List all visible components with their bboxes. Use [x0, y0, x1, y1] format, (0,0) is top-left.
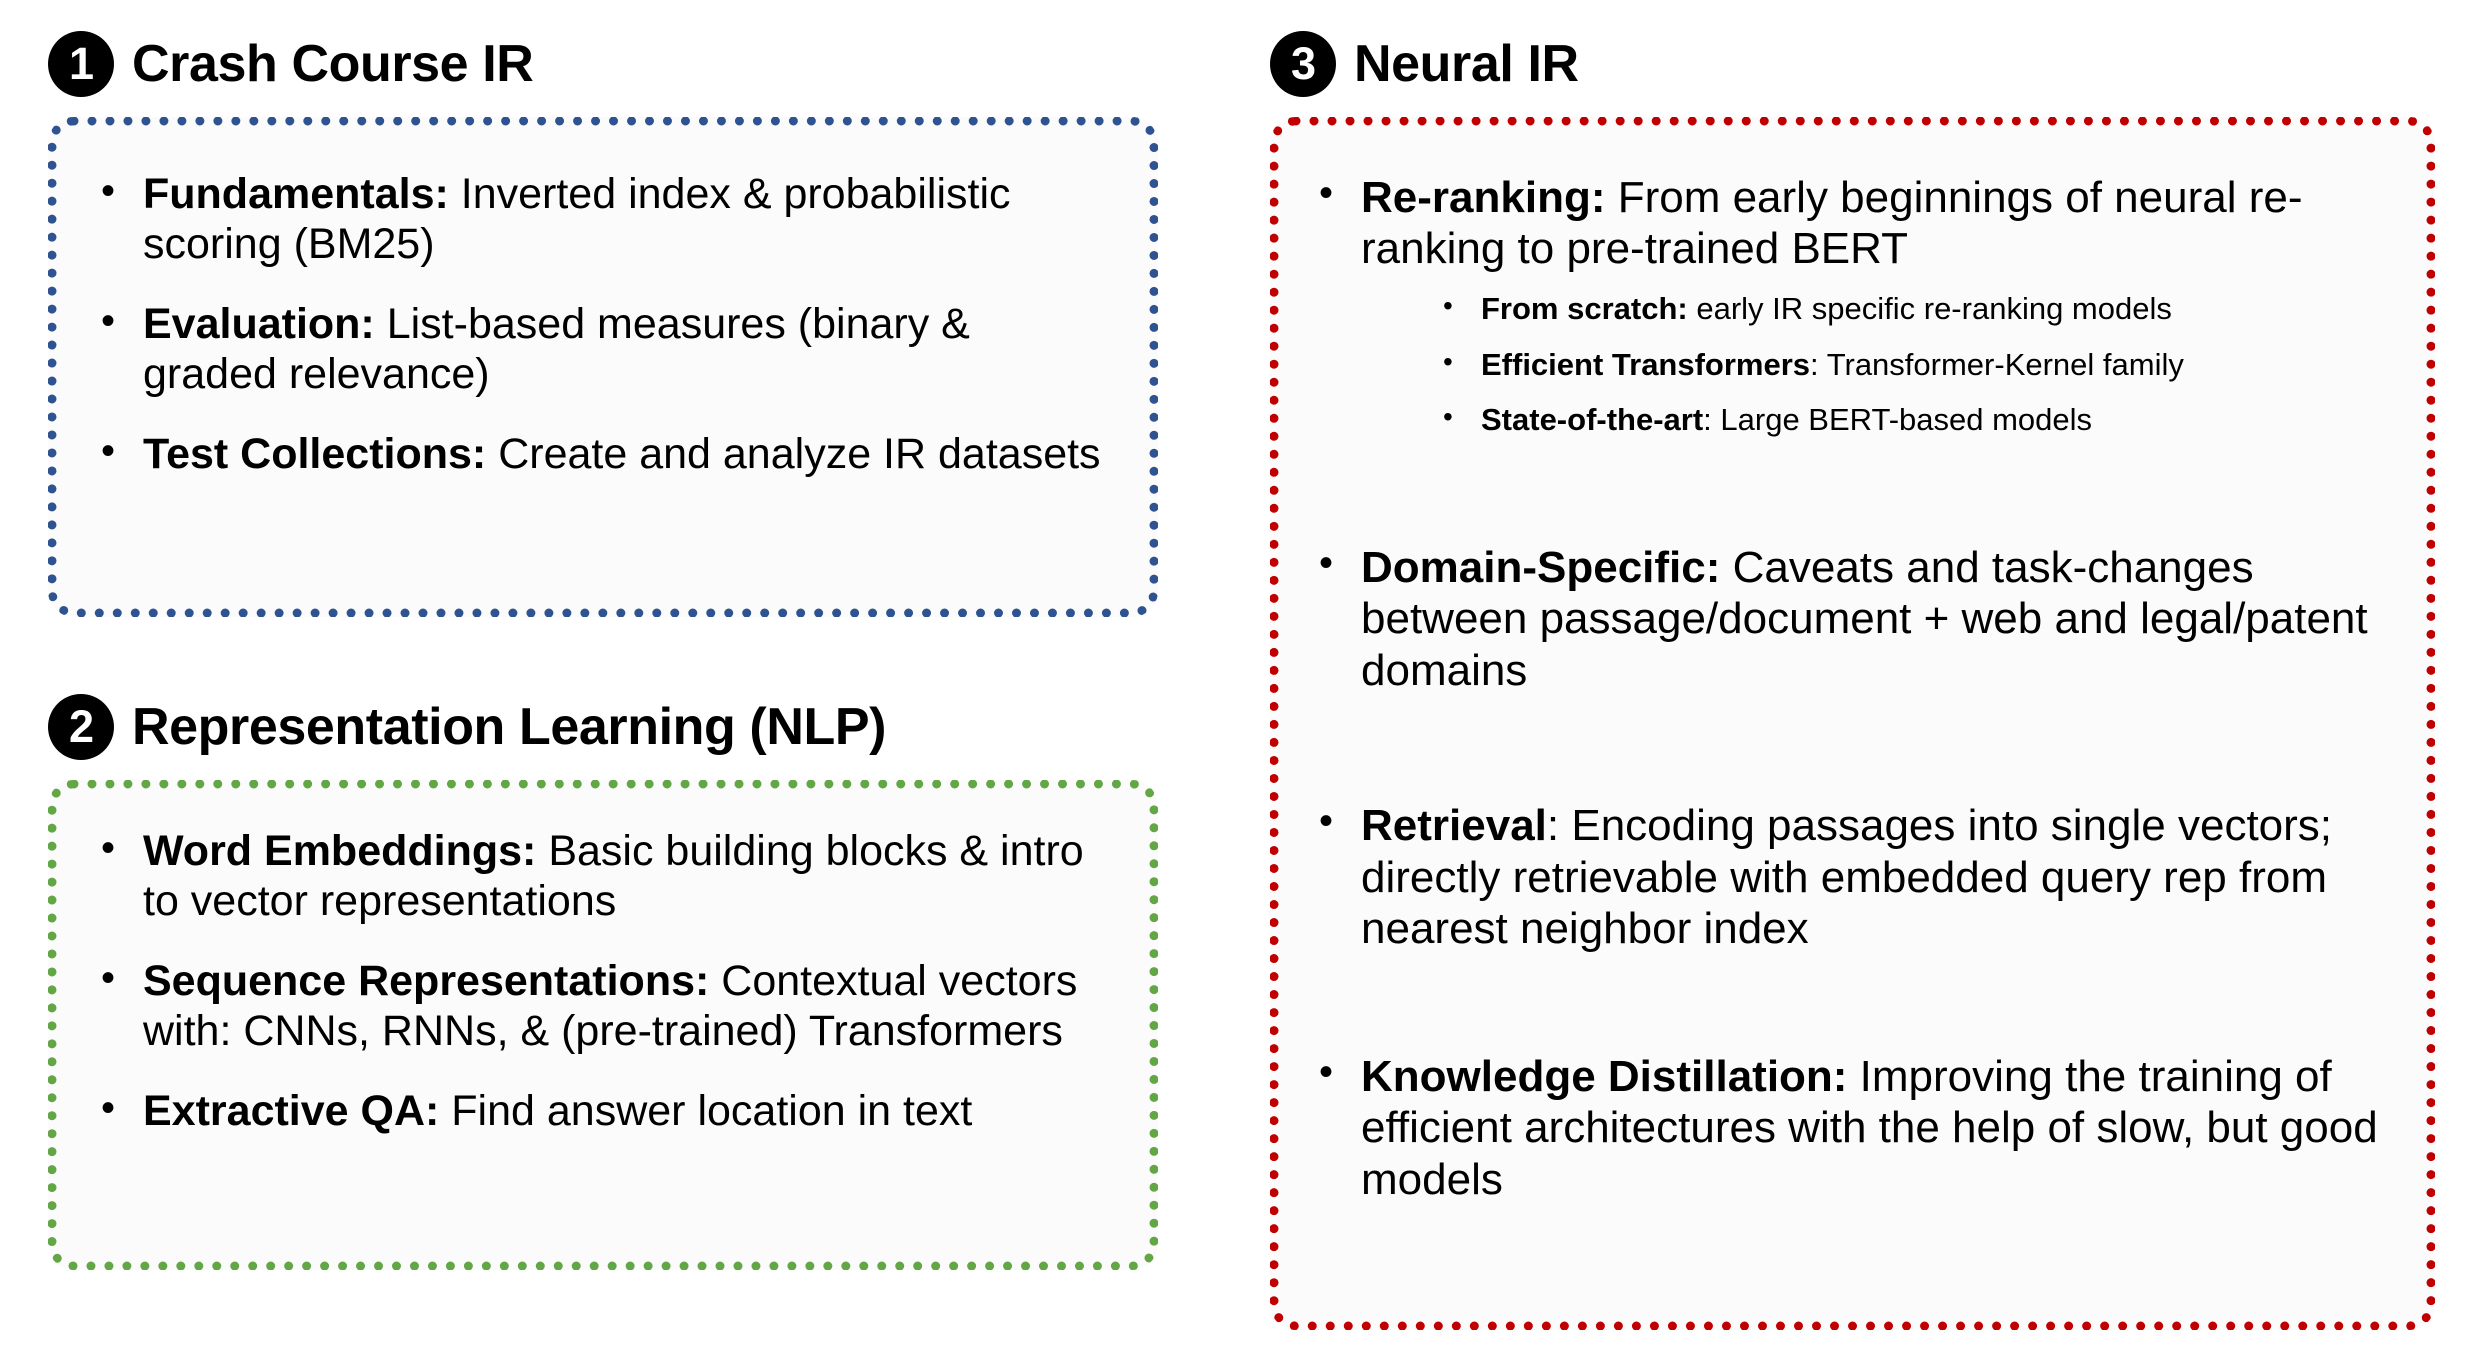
neural-ir-bullet-list: Re-ranking: From early beginnings of neu…: [1309, 170, 2400, 1205]
bullet-domain-specific-lead: Domain-Specific:: [1361, 542, 1721, 592]
bullet-spacer-3: [1309, 955, 2400, 1051]
bullet-sequence-representations-lead: Sequence Representations:: [143, 956, 710, 1005]
bullet-word-embeddings: Word Embeddings: Basic building blocks &…: [91, 825, 1119, 927]
section-header-neural-ir: 3 Neural IR: [1270, 24, 2435, 104]
representation-learning-box: Word Embeddings: Basic building blocks &…: [48, 780, 1158, 1270]
subbullet-from-scratch-text: early IR specific re-ranking models: [1687, 290, 2172, 326]
bullet-retrieval: Retrieval: Encoding passages into single…: [1309, 798, 2400, 954]
bullet-test-collections: Test Collections: Create and analyze IR …: [91, 428, 1115, 480]
bullet-evaluation: Evaluation: List-based measures (binary …: [91, 298, 1115, 400]
bullet-evaluation-lead: Evaluation:: [143, 299, 375, 348]
left-column: 1 Crash Course IR Fundamentals: Inverted…: [48, 24, 1158, 1270]
bullet-retrieval-lead: Retrieval: [1361, 801, 1547, 851]
bullet-spacer-2: [1309, 696, 2400, 800]
section-title-representation-learning: Representation Learning (NLP): [132, 698, 887, 756]
subbullet-efficient-transformers: Efficient Transformers: Transformer-Kern…: [1435, 344, 2400, 385]
subbullet-efficient-transformers-text: : Transformer-Kernel family: [1810, 346, 2184, 382]
bullet-fundamentals-lead: Fundamentals:: [143, 170, 449, 218]
bullet-spacer-1: [1309, 456, 2400, 542]
bullet-extractive-qa: Extractive QA: Find answer location in t…: [91, 1085, 1119, 1137]
bullet-fundamentals-text: Inverted index & probabilistic scoring (…: [143, 170, 1011, 268]
section-number-badge-1: 1: [48, 31, 114, 97]
bullet-extractive-qa-lead: Extractive QA:: [143, 1086, 440, 1135]
bullet-word-embeddings-text: Basic building blocks & intro to vector …: [143, 827, 1084, 925]
neural-ir-box: Re-ranking: From early beginnings of neu…: [1270, 117, 2435, 1330]
bullet-retrieval-text: : Encoding passages into single vectors;…: [1361, 801, 2333, 954]
right-column: 3 Neural IR Re-ranking: From early begin…: [1270, 24, 2435, 1330]
bullet-test-collections-lead: Test Collections:: [143, 429, 487, 478]
bullet-re-ranking-lead: Re-ranking:: [1361, 173, 1606, 222]
section-title-crash-course: Crash Course IR: [132, 35, 534, 93]
bullet-domain-specific-text: Caveats and task-changes between passage…: [1361, 542, 2368, 695]
bullet-test-collections-text: Create and analyze IR datasets: [486, 429, 1101, 478]
subbullet-state-of-the-art-text: : Large BERT-based models: [1703, 402, 2093, 438]
bullet-word-embeddings-lead: Word Embeddings:: [143, 827, 537, 875]
re-ranking-subbullet-list: From scratch: early IR specific re-ranki…: [1361, 288, 2400, 440]
section-header-representation-learning: 2 Representation Learning (NLP): [48, 687, 1158, 767]
bullet-extractive-qa-text: Find answer location in text: [439, 1086, 973, 1135]
bullet-domain-specific: Domain-Specific: Caveats and task-change…: [1309, 540, 2400, 696]
subbullet-from-scratch-lead: From scratch:: [1481, 290, 1688, 326]
bullet-sequence-representations-text: Contextual vectors with: CNNs, RNNs, & (…: [143, 956, 1078, 1055]
section-title-neural-ir: Neural IR: [1354, 35, 1579, 93]
subbullet-state-of-the-art: State-of-the-art: Large BERT-based model…: [1435, 399, 2400, 440]
crash-course-bullet-list: Fundamentals: Inverted index & probabili…: [91, 168, 1115, 480]
bullet-knowledge-distillation-lead: Knowledge Distillation:: [1361, 1051, 1848, 1101]
subbullet-state-of-the-art-lead: State-of-the-art: [1481, 402, 1704, 438]
bullet-re-ranking: Re-ranking: From early beginnings of neu…: [1309, 170, 2400, 440]
bullet-fundamentals: Fundamentals: Inverted index & probabili…: [91, 168, 1115, 270]
subbullet-efficient-transformers-lead: Efficient Transformers: [1481, 346, 1811, 382]
section-header-crash-course: 1 Crash Course IR: [48, 24, 1158, 104]
representation-learning-bullet-list: Word Embeddings: Basic building blocks &…: [91, 825, 1119, 1137]
bullet-sequence-representations: Sequence Representations: Contextual vec…: [91, 955, 1119, 1057]
bullet-knowledge-distillation-text: Improving the training of efficient arch…: [1361, 1051, 2378, 1204]
section-number-badge-3: 3: [1270, 31, 1336, 97]
crash-course-ir-box: Fundamentals: Inverted index & probabili…: [48, 117, 1158, 617]
bullet-evaluation-text: List-based measures (binary & graded rel…: [143, 299, 970, 398]
subbullet-from-scratch: From scratch: early IR specific re-ranki…: [1435, 288, 2400, 329]
section-number-badge-2: 2: [48, 694, 114, 760]
bullet-re-ranking-text: From early beginnings of neural re-ranki…: [1361, 173, 2303, 274]
bullet-knowledge-distillation: Knowledge Distillation: Improving the tr…: [1309, 1049, 2400, 1205]
